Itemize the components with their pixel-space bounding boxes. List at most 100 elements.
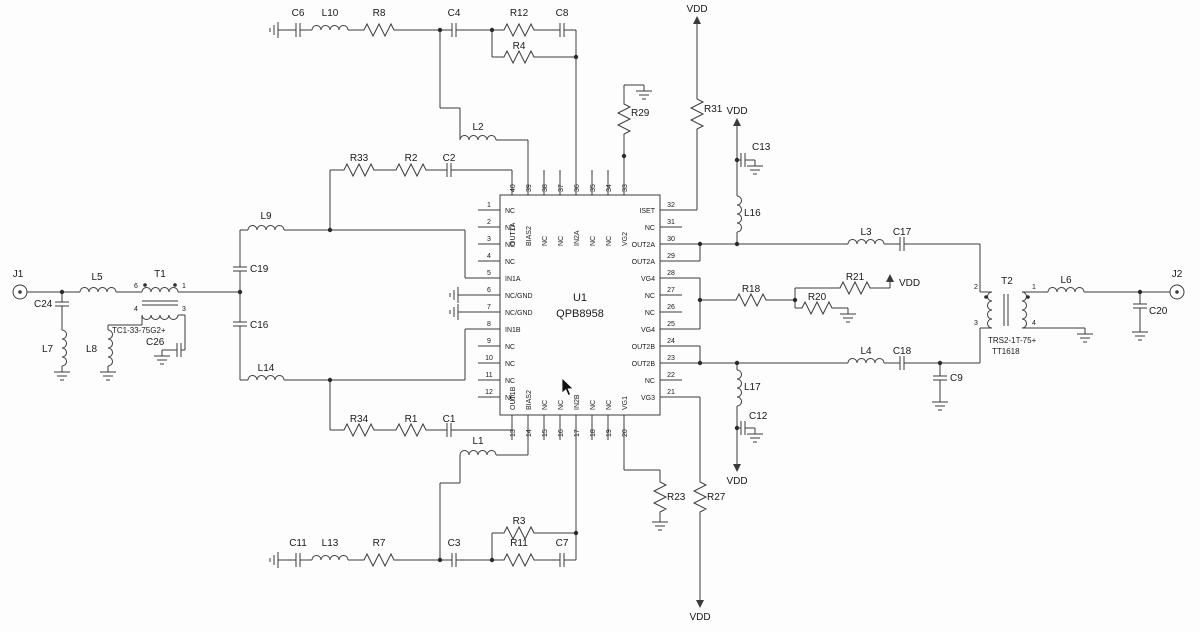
resistor-R21 [835, 281, 875, 295]
pin-number: 22 [667, 372, 675, 379]
c19-label: C19 [250, 264, 269, 275]
capacitor-C4 [447, 22, 461, 38]
pin-label: NC/GND [505, 310, 533, 317]
capacitor-C16 [232, 317, 248, 331]
pin-number: 23 [667, 355, 675, 362]
resistor-R23 [653, 477, 667, 517]
capacitor-C17 [895, 236, 909, 252]
t1-pin-number: 4 [134, 306, 138, 313]
l13-label: L13 [322, 538, 339, 549]
ground-icon [839, 307, 857, 323]
c11-label: C11 [289, 538, 307, 549]
l2-label: L2 [472, 122, 484, 133]
inductor-L16 [736, 195, 742, 233]
pin-label: BIAS2 [526, 226, 533, 246]
pin-label: NC [645, 293, 655, 300]
pin-number: 35 [590, 184, 597, 192]
pin-label: VG4 [641, 327, 655, 334]
c20-label: C20 [1149, 306, 1168, 317]
c4-label: C4 [448, 8, 461, 19]
pin-number: 25 [667, 321, 675, 328]
pin-label: VG3 [641, 395, 655, 402]
r8-label: R8 [373, 8, 386, 19]
pin-label: OUT2A [632, 259, 656, 266]
resistor-R34 [339, 423, 379, 437]
pin-label: NC [505, 208, 515, 215]
t1-label: T1 [154, 269, 166, 280]
pin-label: NC [606, 236, 613, 246]
pin-label: NC [505, 378, 515, 385]
t2-pin-number: 1 [1032, 284, 1036, 291]
c13-label: C13 [752, 142, 771, 153]
pin-number: 38 [542, 184, 549, 192]
pin-label: IN1B [505, 327, 521, 334]
resistor-R11 [499, 553, 539, 567]
phase-dot [1026, 295, 1030, 299]
pin-number: 19 [606, 429, 613, 437]
r27-label: R27 [707, 492, 726, 503]
inductor-L1 [459, 450, 497, 456]
j1-label: J1 [13, 269, 24, 280]
pin-number: 12 [485, 389, 493, 396]
pin-label: NC [505, 259, 515, 266]
pin-number: 7 [487, 304, 491, 311]
r33-label: R33 [350, 153, 369, 164]
resistor-R20 [797, 301, 837, 315]
inductor-L17 [736, 369, 742, 407]
pin-label: OUT1A [510, 222, 517, 246]
phase-dot [143, 283, 147, 287]
pin-label: NC [542, 236, 549, 246]
pin-number: 29 [667, 253, 675, 260]
pin-number: 10 [485, 355, 493, 362]
pin-number: 17 [574, 429, 581, 437]
pin-label: NC [606, 400, 613, 410]
pin-number: 15 [542, 429, 549, 437]
r34-label: R34 [350, 414, 369, 425]
pin-number: 40 [510, 184, 517, 192]
c7-label: C7 [556, 538, 569, 549]
ground-icon [99, 365, 117, 381]
ground-icon [449, 286, 465, 304]
pin-number: 6 [487, 287, 491, 294]
vdd-label: VDD [726, 106, 747, 117]
pin-label: ISET [639, 208, 655, 215]
pin-label: VG4 [641, 276, 655, 283]
r12-label: R12 [510, 8, 529, 19]
resistor-R31 [690, 94, 704, 134]
t1-pin-number: 6 [134, 283, 138, 290]
resistor-R18 [731, 293, 771, 307]
r21-label: R21 [846, 272, 865, 283]
pin-number: 18 [590, 429, 597, 437]
ground-icon [1076, 327, 1094, 343]
vdd-arrow [692, 15, 702, 31]
capacitor-C6 [291, 22, 305, 38]
inductor-L13 [311, 555, 349, 561]
c8-label: C8 [556, 8, 569, 19]
l10-label: L10 [322, 8, 339, 19]
pin-label: NC [505, 225, 515, 232]
pin-number: 9 [487, 338, 491, 345]
inductor-L6 [1047, 287, 1085, 293]
l17-label: L17 [744, 382, 761, 393]
resistor-R4 [499, 50, 539, 64]
pin-number: 21 [667, 389, 675, 396]
pin-number: 11 [485, 372, 492, 379]
transformer-T1 [141, 283, 179, 320]
chip-pin-stubs [478, 170, 682, 440]
capacitor-C18 [895, 355, 909, 371]
r7-label: R7 [373, 538, 386, 549]
inductor-L3 [847, 239, 885, 245]
c16-label: C16 [250, 320, 269, 331]
resistor-R1 [391, 423, 431, 437]
capacitor-C2 [442, 162, 456, 178]
pin-number: 32 [667, 202, 675, 209]
t2-part2-label: TT1618 [992, 347, 1020, 356]
capacitor-C26 [172, 342, 186, 358]
r29-label: R29 [631, 108, 650, 119]
r2-label: R2 [405, 153, 418, 164]
ground-icon [269, 551, 285, 569]
j2-label: J2 [1172, 269, 1183, 280]
